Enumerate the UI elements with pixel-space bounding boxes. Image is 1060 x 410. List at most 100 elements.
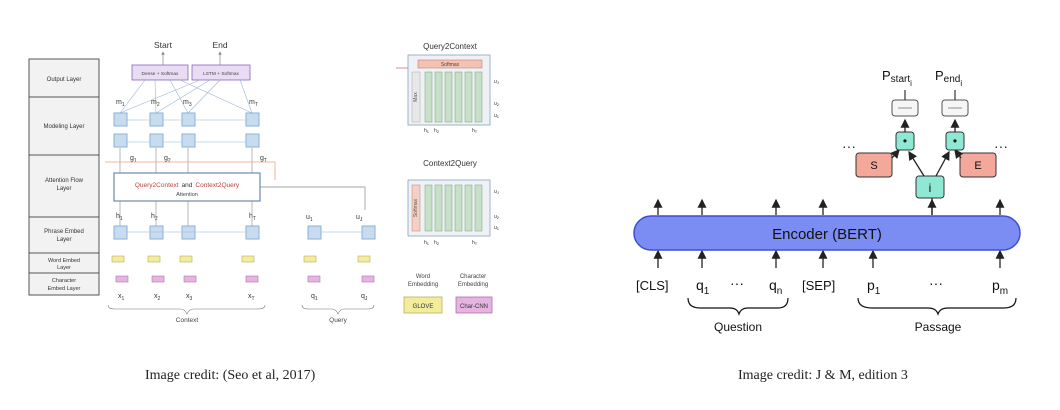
i-label: i: [929, 181, 932, 195]
c2q-u-labels: uJ u2 u1: [494, 189, 500, 231]
layer-label-modeling: Modeling Layer: [43, 124, 84, 130]
token-cls: [CLS]: [636, 278, 669, 293]
layer-label-word-2: Layer: [57, 265, 71, 271]
start-title: Start: [154, 40, 173, 50]
legend-word-1: Word: [416, 274, 430, 280]
layer-label-word-1: Word Embed: [48, 258, 80, 264]
char-embed-cells: [115, 275, 375, 283]
ellipsis-right: ···: [994, 138, 1008, 154]
dense-softmax-label: Dense + Softmax: [142, 71, 180, 77]
layer-label-output: Output Layer: [47, 77, 82, 83]
svg-text:x2: x2: [154, 293, 161, 302]
bidaf-diagram: Output Layer Modeling Layer Attention Fl…: [28, 40, 500, 324]
layer-label-attention-2: Layer: [56, 186, 71, 192]
svg-text:qJ: qJ: [361, 293, 368, 302]
ellipsis-left: ···: [842, 138, 856, 154]
x-labels: x1 x2 x3 xT q1 qJ: [118, 293, 368, 302]
legend-char-2: Embedding: [458, 282, 488, 288]
svg-text:x1: x1: [118, 293, 125, 302]
charcnn-label: Char-CNN: [460, 304, 488, 310]
e-label: E: [974, 160, 981, 172]
s-label: S: [870, 160, 877, 172]
svg-text:u1: u1: [494, 113, 500, 119]
svg-text:h1: h1: [424, 240, 430, 246]
word-embed-cells: [111, 255, 371, 263]
svg-text:g1: g1: [130, 155, 137, 164]
dot-start: •: [903, 134, 907, 148]
layer-label-phrase-1: Phrase Embed: [44, 229, 84, 235]
charcnn-box: [455, 296, 493, 314]
token-p1: p1: [867, 277, 881, 297]
token-dots-question: ···: [730, 275, 744, 291]
c2q-softmax: Softmax: [413, 198, 419, 217]
layer-label-char-2: Embed Layer: [48, 286, 81, 292]
legend-word-2: Embedding: [408, 282, 438, 288]
q2c-h-labels: h1 h2 hT: [424, 128, 478, 134]
svg-text:u1: u1: [306, 214, 313, 223]
h-labels: h1 h2 hT: [116, 213, 256, 222]
svg-text:x3: x3: [186, 293, 193, 302]
svg-text:gT: gT: [260, 155, 267, 164]
q2c-max: Max: [413, 92, 419, 102]
dense-softmax-box: [131, 64, 189, 81]
c2q-title: Context2Query: [423, 159, 477, 168]
q2c-softmax: Softmax: [441, 62, 460, 68]
dot-end: •: [953, 134, 957, 148]
svg-text:h1: h1: [424, 128, 430, 134]
svg-text:hT: hT: [472, 128, 478, 134]
u-labels: u1 uJ: [306, 214, 363, 223]
layer-label-phrase-2: Layer: [56, 237, 71, 243]
token-dots-passage: ···: [929, 275, 943, 291]
encoder-label: Encoder (BERT): [772, 226, 882, 243]
g-labels: g1 g2 gT: [130, 155, 267, 164]
end-title: End: [212, 40, 227, 50]
encoder-bert: [633, 215, 1021, 251]
glove-label: GLOVE: [413, 304, 434, 310]
query-label: Query: [329, 317, 347, 324]
legend-char-1: Character: [460, 274, 486, 280]
svg-text:h2: h2: [151, 213, 158, 222]
bert-qa-diagram: Encoder (BERT) i S E ··· ··· • • Pstarti…: [633, 68, 1021, 334]
svg-text:hT: hT: [472, 240, 478, 246]
s-box: [855, 152, 893, 178]
svg-text:q1: q1: [311, 293, 318, 302]
svg-text:h2: h2: [434, 128, 440, 134]
svg-text:mT: mT: [249, 99, 258, 108]
layer-label-char-1: Character: [52, 278, 76, 284]
p-start-label: Pstarti: [882, 68, 912, 88]
svg-text:xT: xT: [248, 293, 255, 302]
svg-text:h1: h1: [116, 213, 123, 222]
layer-label-attention-1: Attention Flow: [45, 178, 84, 184]
context-label: Context: [176, 317, 199, 324]
svg-text:uJ: uJ: [494, 79, 499, 85]
caption-left: Image credit: (Seo et al, 2017): [145, 368, 316, 383]
question-label: Question: [714, 320, 762, 334]
c2q-h-labels: h1 h2 hT: [424, 240, 478, 246]
token-pm: pm: [992, 277, 1008, 297]
passage-label: Passage: [915, 320, 962, 334]
layer-labels: Output Layer Modeling Layer Attention Fl…: [28, 58, 100, 296]
q2c-title: Query2Context: [423, 42, 478, 51]
svg-text:uJ: uJ: [356, 214, 363, 223]
modeling-lstm-cells: [113, 112, 260, 148]
caption-right: Image credit: J & M, edition 3: [738, 368, 908, 383]
svg-text:g2: g2: [164, 155, 171, 164]
token-qn: qn: [769, 277, 782, 297]
q2c-u-labels: uJ u2 u1: [494, 79, 500, 119]
i-box: [915, 175, 945, 199]
glove-box: [403, 296, 443, 314]
e-box: [959, 152, 997, 178]
q2c-columns: [424, 71, 483, 123]
svg-text:m3: m3: [183, 99, 192, 108]
token-sep: [SEP]: [802, 278, 835, 293]
p-end-label: Pendi: [935, 68, 962, 88]
m-labels: m1 m2 m3 mT: [116, 99, 258, 108]
svg-text:hT: hT: [249, 213, 256, 222]
lstm-softmax-box: [191, 64, 251, 81]
svg-text:m1: m1: [116, 99, 125, 108]
svg-text:h2: h2: [434, 240, 440, 246]
svg-text:m2: m2: [151, 99, 160, 108]
svg-text:u1: u1: [494, 225, 500, 231]
svg-text:u2: u2: [494, 214, 500, 220]
c2q-columns: [424, 184, 483, 232]
